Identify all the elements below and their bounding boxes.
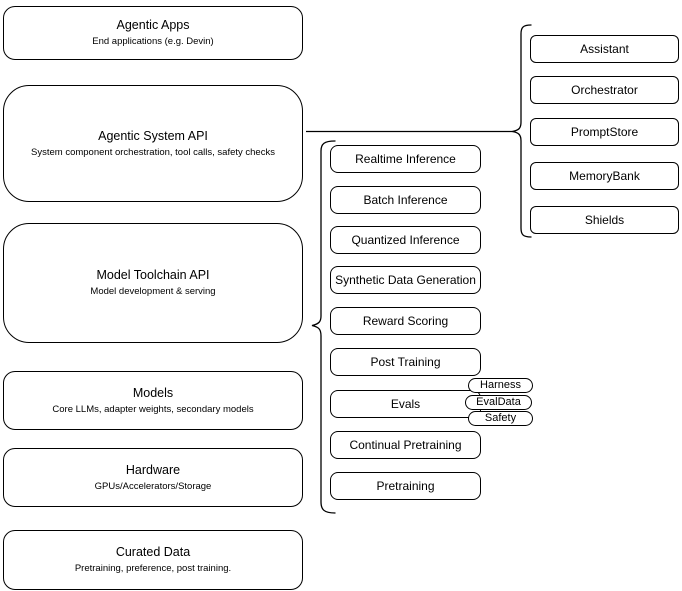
node-subtitle: Core LLMs, adapter weights, secondary mo…: [52, 403, 254, 415]
node-model-toolchain-api: Model Toolchain API Model development & …: [3, 223, 303, 343]
tag-evaldata: EvalData: [465, 395, 532, 410]
component-assistant: Assistant: [530, 35, 679, 63]
node-title: Hardware: [125, 462, 181, 477]
node-subtitle: End applications (e.g. Devin): [92, 36, 214, 47]
toolchain-item-evals: Evals: [330, 390, 481, 418]
node-title: Curated Data: [115, 545, 191, 559]
node-subtitle: Pretraining, preference, post training.: [74, 563, 232, 574]
toolchain-item-pretraining: Pretraining: [330, 472, 481, 500]
node-subtitle: System component orchestration, tool cal…: [31, 146, 275, 158]
toolchain-item-synthetic-data-generation: Synthetic Data Generation: [330, 266, 481, 294]
tag-harness: Harness: [468, 378, 533, 393]
node-title: Agentic Apps: [116, 18, 190, 32]
component-orchestrator: Orchestrator: [530, 76, 679, 104]
node-models: Models Core LLMs, adapter weights, secon…: [3, 371, 303, 430]
toolchain-item-post-training: Post Training: [330, 348, 481, 376]
node-hardware: Hardware GPUs/Accelerators/Storage: [3, 448, 303, 507]
component-shields: Shields: [530, 206, 679, 234]
component-promptstore: PromptStore: [530, 118, 679, 146]
node-agentic-apps: Agentic Apps End applications (e.g. Devi…: [3, 6, 303, 60]
node-title: Agentic System API: [98, 128, 208, 143]
node-curated-data: Curated Data Pretraining, preference, po…: [3, 530, 303, 590]
toolchain-item-quantized-inference: Quantized Inference: [330, 226, 481, 254]
toolchain-item-realtime-inference: Realtime Inference: [330, 145, 481, 173]
node-title: Models: [132, 385, 174, 400]
toolchain-item-reward-scoring: Reward Scoring: [330, 307, 481, 335]
toolchain-item-batch-inference: Batch Inference: [330, 186, 481, 214]
node-title: Model Toolchain API: [96, 268, 210, 282]
node-subtitle: GPUs/Accelerators/Storage: [94, 480, 212, 492]
node-subtitle: Model development & serving: [90, 286, 216, 297]
toolchain-item-continual-pretraining: Continual Pretraining: [330, 431, 481, 459]
node-agentic-system-api: Agentic System API System component orch…: [3, 85, 303, 202]
component-memorybank: MemoryBank: [530, 162, 679, 190]
tag-safety: Safety: [468, 411, 533, 426]
components-brace: [511, 24, 532, 238]
